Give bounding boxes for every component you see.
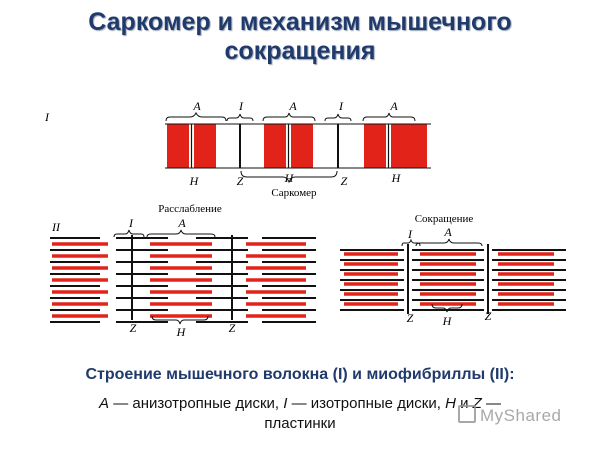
label-h: H [284,171,295,185]
label-i: I [407,227,413,241]
top-braces [165,111,416,122]
label-a: A [288,99,297,113]
a-band-block [264,124,286,168]
a-band-block [291,124,313,168]
label-h: H [442,314,453,328]
caption-a: A [99,395,110,412]
relaxed-title: Расслабление [158,203,222,215]
fiber-stripes [165,123,431,169]
contracted-filaments [340,244,566,314]
caption-text: — изотропные диски, [287,395,446,412]
label-z: Z [485,309,492,323]
relaxed-h-brace [151,315,209,325]
caption-line-2: пластинки [264,415,336,432]
panel-2-label: II [51,220,61,234]
caption-h: H [445,395,456,412]
caption-description: A — анизотропные диски, I — изотропные д… [0,394,600,434]
contracted-h-brace [431,303,463,313]
label-a: A [443,225,452,239]
label-h: H [391,171,402,185]
relaxed-myofibril: Расслабление I A Z H Z [50,203,316,339]
relaxed-filaments [50,235,316,323]
caption-text: и [455,395,473,412]
a-band-block [194,124,216,168]
panel-1-label: I [44,110,50,124]
watermark: MyShared [458,405,561,426]
contracted-myofibril: Сокращение I A Z H Z [340,213,566,328]
a-band-block [167,124,189,168]
label-i: I [128,216,134,230]
contracted-title: Сокращение [415,213,474,225]
label-z: Z [407,311,414,325]
presentation-icon [458,405,476,423]
page-title: Саркомер и механизм мышечного сокращения [0,8,600,66]
caption-heading: Строение мышечного волокна (I) и миофибр… [85,366,515,383]
title-line-2: сокращения [224,37,376,65]
label-h: H [176,325,187,339]
label-i: I [338,99,344,113]
label-a: A [177,216,186,230]
caption-z: Z [472,395,482,412]
a-band-block [391,124,427,168]
relaxed-braces [113,229,216,238]
label-i: I [238,99,244,113]
caption-text: — анизотропные диски, [109,395,284,412]
title-line-1: Саркомер и механизм мышечного [88,8,512,36]
a-band-block [364,124,386,168]
label-a: A [192,99,201,113]
caption-i: I [283,395,288,412]
panel-1: I [44,99,431,199]
label-z: Z [130,321,137,335]
label-z: Z [237,174,244,188]
label-z: Z [229,321,236,335]
caption-text: — [481,395,501,412]
sarcomere-label: Саркомер [271,187,317,199]
contracted-braces [401,238,483,247]
watermark-text: MyShared [480,406,562,425]
label-a: A [389,99,398,113]
label-z: Z [341,174,348,188]
sarcomere-brace [240,170,338,184]
label-h: H [189,174,200,188]
